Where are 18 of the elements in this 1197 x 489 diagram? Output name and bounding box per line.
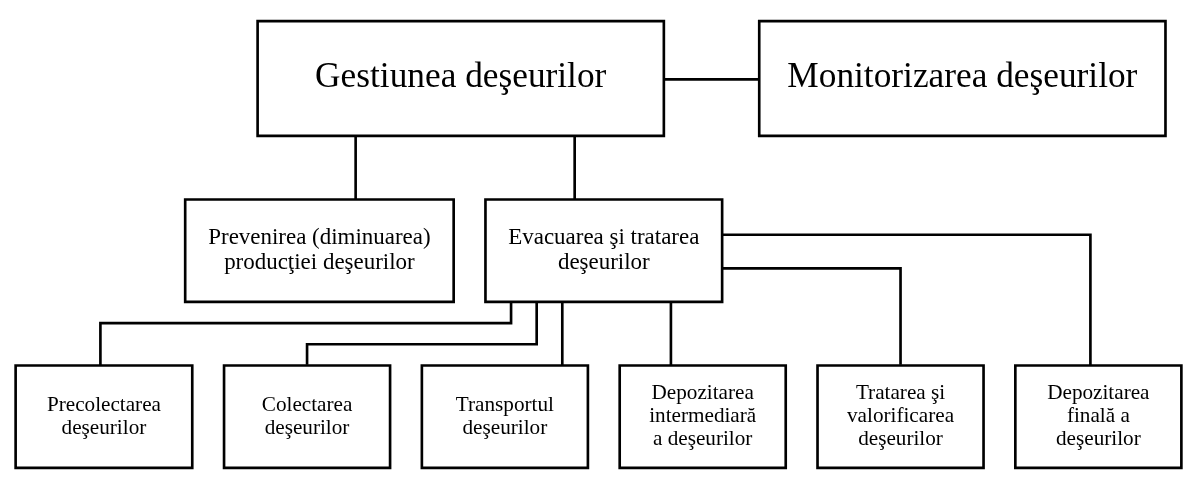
node-box: Depozitarea intermediară a deşeurilor [618,364,788,470]
connector [560,302,564,366]
connector [573,136,576,200]
connector [354,136,357,200]
node-box: Gestiunea deşeurilor [256,19,666,138]
connector [722,267,902,365]
connector [99,302,513,365]
connector [664,78,759,81]
node-box: Depozitarea finală a deşeurilor [1014,364,1183,470]
node-box: Evacuarea şi tratarea deşeurilor [484,198,724,304]
connector [669,302,673,366]
connector [722,233,1092,366]
node-box: Prevenirea (diminuarea) producţiei deşeurilor [183,198,455,304]
node-box: Monitorizarea deşeurilor [757,19,1167,138]
node-box: Colectarea deşeurilor [222,364,392,470]
node-box: Tratarea şi valorificarea deşeurilor [816,364,985,470]
node-box: Precolectarea deşeurilor [14,364,194,470]
node-box: Transportul deşeurilor [420,364,590,470]
